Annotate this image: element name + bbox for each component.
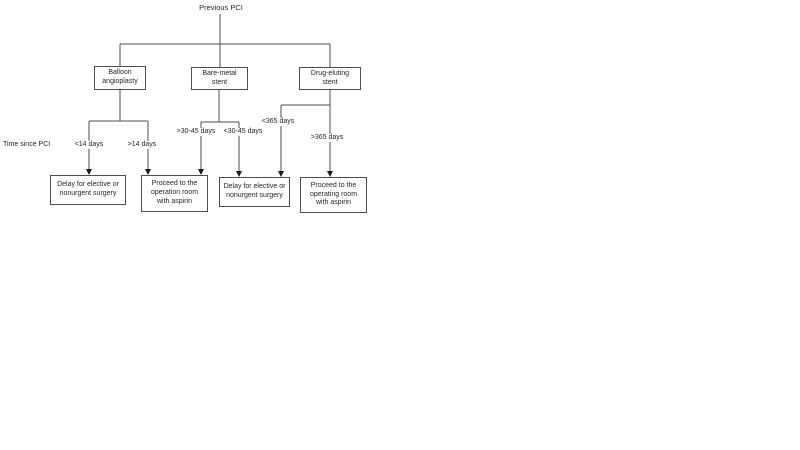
outcome-box-proceed-operation-room: Proceed to the operation room with aspir… (141, 175, 208, 212)
branch-box-bare-metal-stent: Bare-metal stent (191, 67, 248, 90)
outcome-box-delay-surgery-1: Delay for elective or nonurgent surgery (50, 175, 126, 205)
branch-box-drug-eluting-stent: Drug-eluting stent (299, 67, 361, 90)
arrowhead-lt3045 (236, 171, 242, 177)
outcome-box-delay-surgery-2: Delay for elective or nonurgent surgery (219, 177, 290, 207)
arrowhead-lt365 (278, 171, 284, 177)
condition-label-gt14-days: >14 days (125, 141, 159, 150)
arrowhead-lt14 (86, 169, 92, 175)
time-since-pci-label: Time since PCI (3, 141, 51, 148)
condition-label-gt30-45-days: >30-45 days (174, 128, 218, 137)
condition-label-gt365-days: >365 days (308, 134, 346, 143)
root-node-label: Previous PCI (199, 3, 243, 12)
arrowhead-gt365 (327, 171, 333, 177)
condition-label-lt365-days: <365 days (259, 118, 297, 127)
branch-box-balloon-angioplasty: Balloon angioplasty (94, 66, 146, 90)
condition-label-lt30-45-days: <30-45 days (221, 128, 265, 137)
arrowhead-gt14 (145, 169, 151, 175)
condition-label-lt14-days: <14 days (72, 141, 106, 150)
arrowhead-gt3045 (198, 169, 204, 175)
outcome-box-proceed-operating-room: Proceed to the operating room with aspir… (300, 177, 367, 213)
